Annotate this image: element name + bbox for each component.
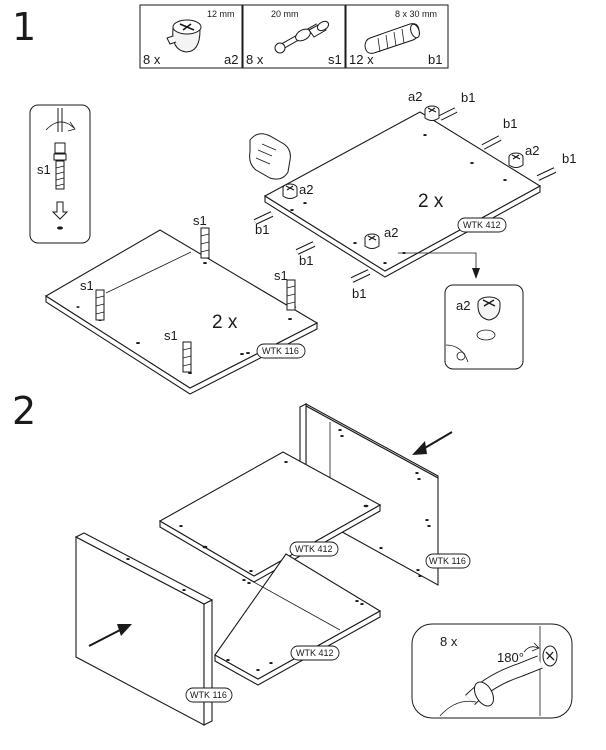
dowel-5: [295, 241, 316, 255]
shelf-panel-step1: a2 b1 b1 a2 b1 a2 b1 a2 b1 b1 2 x WTK 41…: [249, 89, 576, 301]
dowel-2: [481, 135, 502, 150]
cam-bolt-standing-3: [95, 289, 105, 321]
label-b1-c: b1: [562, 151, 576, 166]
hardware-quantity-cam-bolt: 8 x: [246, 52, 264, 67]
panel-tag-wtk412-top-text: WTK 412: [295, 544, 333, 554]
rotation-detail-quantity: 8 x: [440, 634, 458, 649]
hand-icon: [249, 133, 291, 180]
label-a2-d: a2: [384, 225, 398, 240]
rotation-angle-label: 180°: [497, 650, 524, 665]
rotate-arrow-icon: [45, 121, 75, 131]
panel-tag-wtk116-left: [185, 687, 233, 703]
panel-tag-wtk412-bottom: [290, 645, 340, 661]
down-arrow-icon: [51, 201, 69, 220]
panel-tag-wtk412-step1-text: WTK 412: [463, 220, 501, 230]
cam-lock-1: [424, 105, 440, 121]
hardware-legend: 12 mm 20 mm 8 x 30 mm 8 x a2 8 x s1 12 x…: [139, 4, 449, 69]
panel-tag-wtk412-step1: [457, 217, 507, 233]
label-a2-b: a2: [525, 143, 539, 158]
panel-tag-wtk116-right-text: WTK 116: [429, 556, 466, 566]
detail-pointer-line: [398, 252, 477, 272]
cam-lock-2: [508, 152, 524, 168]
label-s1-b: s1: [274, 268, 288, 283]
cam-rotation-detail-frame: [411, 623, 573, 719]
push-arrow-left-icon: [117, 624, 132, 636]
bottom-shelf-step2: WTK 412: [214, 553, 382, 686]
left-side-panel-step2: WTK 116: [74, 532, 233, 726]
side-panel-step1: s1 s1 s1 s1 2 x WTK 116: [44, 213, 319, 395]
cam-lock-icon: [166, 19, 202, 53]
dowel-6: [350, 269, 371, 283]
cam-rotation-detail: 8 x 180°: [411, 623, 573, 719]
step-number-1: 1: [12, 5, 37, 49]
cam-lock-3: [282, 183, 298, 199]
label-b1-f: b1: [352, 286, 366, 301]
rotation-arrow-icon: [523, 646, 539, 653]
hardware-dimension-dowel: 8 x 30 mm: [395, 9, 437, 19]
cam-lock-detail-label-a2: a2: [456, 298, 470, 313]
hardware-dimension-cam-bolt: 20 mm: [271, 9, 299, 19]
cam-bolt-standing-2: [286, 279, 296, 311]
push-arrow-right-icon: [412, 441, 427, 455]
panel-tag-wtk116-right: [425, 553, 471, 569]
label-a2-a: a2: [408, 89, 422, 104]
dowel-1: [438, 107, 458, 121]
panel-tag-wtk412-top: [289, 541, 339, 557]
hardware-code-cam-lock: a2: [224, 52, 238, 67]
dowel-4: [253, 211, 274, 225]
panel-tag-wtk116-left-text: WTK 116: [190, 690, 227, 700]
step-number-2: 2: [12, 389, 37, 433]
label-b1-e: b1: [299, 253, 313, 268]
cam-bolt-standing-4: [182, 341, 192, 373]
cam-lock-4: [364, 233, 380, 249]
hardware-quantity-dowel: 12 x: [349, 52, 374, 67]
hardware-code-dowel: b1: [428, 52, 442, 67]
hardware-quantity-cam-lock: 8 x: [143, 52, 161, 67]
bolt-detail-label-s1: s1: [37, 162, 51, 177]
label-b1-d: b1: [255, 222, 269, 237]
panel-tag-wtk116-step1: [256, 343, 306, 359]
hardware-code-cam-bolt: s1: [328, 52, 342, 67]
panel-tag-wtk412-bottom-text: WTK 412: [296, 648, 334, 658]
panel-tag-wtk116-step1-text: WTK 116: [262, 346, 299, 356]
label-a2-c: a2: [299, 182, 313, 197]
hardware-dimension-cam-lock: 12 mm: [207, 9, 235, 19]
label-s1-a: s1: [193, 213, 207, 228]
detail-pointer-arrow-icon: [472, 268, 480, 279]
cam-lock-detail: a2: [444, 284, 524, 370]
top-shelf-step2: WTK 412: [158, 451, 382, 583]
cam-bolt-icon: [274, 20, 330, 54]
label-b1-a: b1: [461, 90, 475, 105]
quantity-label-shelf-panel: 2 x: [418, 191, 444, 212]
cam-lock-detail-frame: [444, 284, 524, 370]
quantity-label-side-panel: 2 x: [212, 312, 238, 333]
hardware-box-cam-lock: [139, 4, 243, 69]
label-s1-d: s1: [164, 328, 178, 343]
label-s1-c: s1: [80, 278, 94, 293]
dowel-icon: [364, 23, 420, 54]
dowel-3: [536, 167, 557, 181]
label-b1-b: b1: [503, 116, 517, 131]
bolt-insert-detail: s1: [29, 104, 91, 244]
cam-bolt-standing-1: [200, 227, 210, 259]
